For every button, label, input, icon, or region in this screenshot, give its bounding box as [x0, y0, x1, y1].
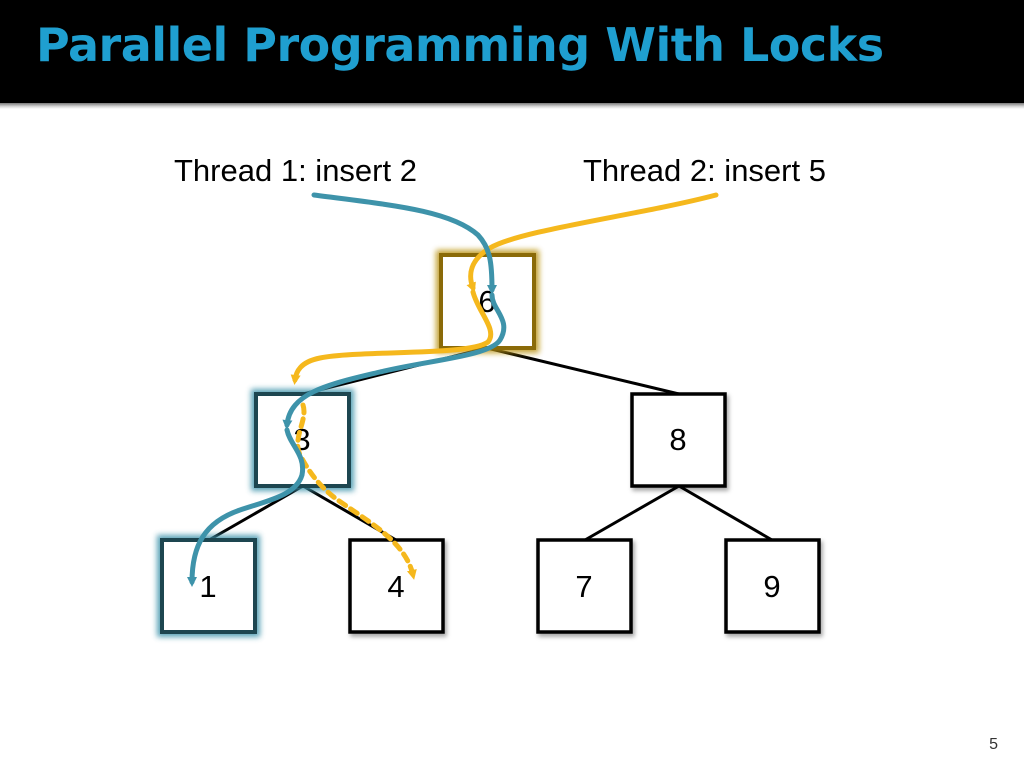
thread1-arrow-to-1	[187, 427, 306, 587]
node-box	[348, 538, 445, 634]
node-label: 7	[575, 569, 592, 604]
thread2-label: Thread 2: insert 5	[583, 153, 826, 188]
edge-8-7	[584, 484, 680, 542]
node-box	[724, 538, 821, 634]
thread2-arrow-to-3	[290, 289, 494, 385]
tree-node-9: 9	[724, 538, 821, 634]
thread1-label: Thread 1: insert 2	[174, 153, 417, 188]
slide-title: Parallel Programming With Locks	[36, 18, 884, 72]
thread1-path	[187, 192, 507, 587]
thread2-dashed-to-4	[295, 402, 417, 580]
tree-node-8: 8	[630, 392, 727, 488]
tree-node-4: 4	[348, 538, 445, 634]
edge-3-4	[302, 484, 397, 542]
node-box	[630, 392, 727, 488]
slide-number: 5	[989, 736, 998, 753]
thread1-arrow-to-6	[311, 192, 497, 295]
title-divider	[0, 103, 1024, 109]
node-label: 4	[387, 569, 404, 604]
edge-8-9	[678, 484, 773, 542]
node-label: 1	[199, 569, 216, 604]
thread2-arrow-to-6	[466, 192, 719, 293]
thread1-arrow-to-3	[282, 292, 507, 430]
tree-node-1: 1	[157, 535, 260, 637]
node-label: 8	[669, 422, 686, 457]
edge-6-8	[486, 346, 680, 396]
node-box	[160, 538, 257, 634]
thread2-path	[290, 192, 719, 580]
title-bar	[0, 0, 1024, 103]
node-box	[536, 538, 633, 634]
node-label: 9	[763, 569, 780, 604]
tree-node-7: 7	[536, 538, 633, 634]
tree-node-6: 6	[436, 250, 539, 353]
